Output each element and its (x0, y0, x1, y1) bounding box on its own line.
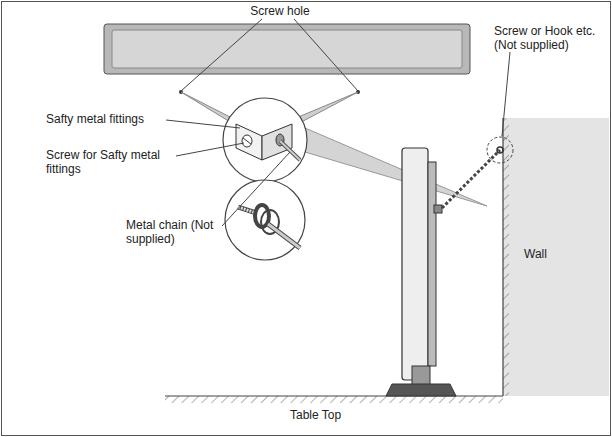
tv-top-inner (112, 30, 462, 68)
note-label: Screw or Hook etc. (Not supplied) (494, 24, 608, 52)
detail-circle (225, 180, 305, 260)
safety-metal-fitting (434, 205, 442, 213)
zoom-funnel (305, 128, 487, 206)
part-label: Screw hole (234, 4, 326, 18)
eye-bolt (238, 207, 256, 213)
metal-chain (442, 150, 500, 208)
tv-stand-base (386, 384, 456, 396)
chain-piece (280, 141, 300, 160)
leader-line (502, 52, 510, 136)
wall-hook (497, 147, 503, 153)
tv-back (428, 162, 436, 366)
tv-top-view (104, 24, 470, 74)
wall-area (503, 118, 609, 396)
leader-line (176, 143, 244, 156)
detail-circle (223, 98, 307, 182)
area-label: Wall (524, 247, 547, 261)
metal-chain (268, 224, 300, 248)
table-hatch (165, 396, 503, 403)
leader-line (222, 152, 290, 226)
tv-side-view (402, 148, 428, 380)
chain-piece (280, 141, 300, 160)
leader-line (166, 120, 240, 128)
part-label: Safty metal fittings (46, 112, 166, 126)
safety-metal-fitting (236, 124, 262, 160)
fitting-screw (242, 135, 252, 147)
metal-chain (268, 224, 300, 248)
leader-line (181, 19, 262, 91)
wall-edge (502, 118, 503, 396)
area-label: Table Top (290, 408, 370, 422)
detail-marker (487, 137, 513, 163)
tv-stand-neck (412, 366, 430, 386)
part-label: Screw for Safty metal fittings (46, 148, 176, 176)
note-label: Metal chain (Not supplied) (126, 218, 220, 246)
fitting-screw (243, 138, 251, 144)
leader-line (294, 19, 358, 91)
eye-bolt (238, 207, 256, 213)
